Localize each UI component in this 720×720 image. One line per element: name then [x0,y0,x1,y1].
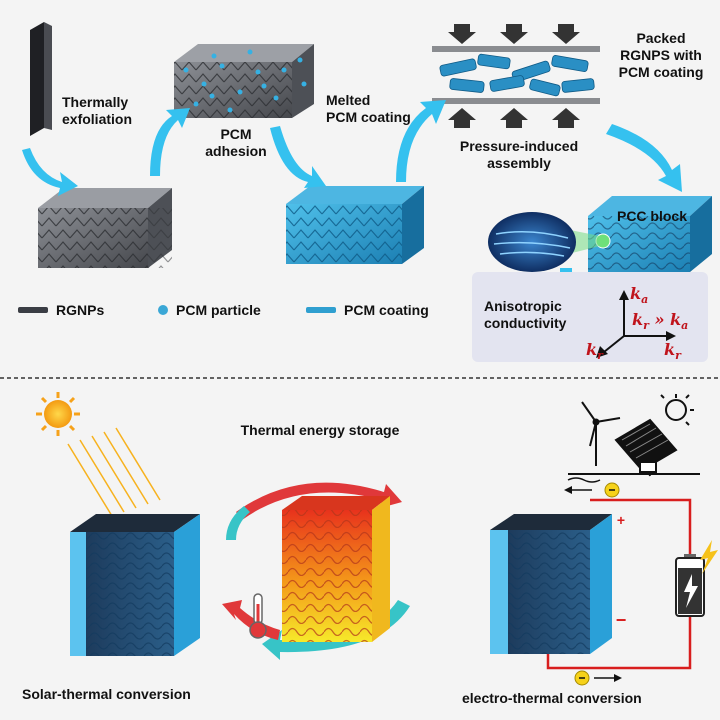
process-arrows [22,100,682,196]
pcc-block-icon [488,196,712,292]
battery-minus-label: − [615,610,627,630]
k-r-right-label: kr [664,340,681,363]
thermometer-icon [249,593,267,639]
pressure-assembly-icon [432,24,600,128]
step-pressure-induced-assembly: Pressure-induced assembly [459,138,579,171]
battery-icon [675,540,718,617]
graphite-block-icon [30,22,52,136]
renewable-energy-icon [567,394,700,483]
legend-pcm-particle-swatch [158,305,168,315]
packed-rgnps-label: Packed RGNPS with PCM coating [618,30,704,80]
axes-icon [596,290,676,358]
pcc-block-label: PCC block [616,208,687,224]
circuit-wire [546,498,692,670]
legend-pcm-coating: PCM coating [306,302,429,318]
legend-rgnps-swatch [18,307,48,313]
pcm-coated-block-icon [286,186,424,264]
thermal-energy-storage-title: Thermal energy storage [240,422,400,438]
electro-thermal-caption: electro-thermal conversion [462,690,642,706]
legend-pcm-coating-swatch [306,307,336,313]
legend-rgnps: RGNPs [18,302,104,318]
solar-block-icon [70,514,200,656]
rgnp-block-icon [38,188,172,268]
legend-rgnps-label: RGNPs [56,302,105,318]
step-thermally-exfoliation: Thermally exfoliation [62,94,133,127]
k-relation-label: kr » ka [632,310,689,333]
anisotropic-conductivity-label: Anisotropic conductivity [484,298,567,331]
legend-pcm-particle: PCM particle [158,302,261,318]
anisotropy-panel [472,272,708,362]
electron-top-icon [564,482,620,498]
sun-icon [36,392,80,436]
rgnp-with-pcm-particles-icon [174,44,314,118]
heated-block-icon [282,496,390,642]
step-melted-pcm-coating: Melted PCM coating [326,92,411,125]
legend-pcm-particle-label: PCM particle [176,302,261,318]
legend-pcm-coating-label: PCM coating [344,302,429,318]
battery-plus-label: + [616,512,626,528]
sun-rays [67,427,161,517]
k-r-left-label: kr [586,340,603,363]
electrothermal-block-icon [490,514,612,654]
step-pcm-adhesion: PCM adhesion [205,126,267,159]
solar-thermal-caption: Solar-thermal conversion [22,686,191,702]
electron-bottom-icon [574,670,622,686]
k-a-top-label: ka [630,284,649,307]
